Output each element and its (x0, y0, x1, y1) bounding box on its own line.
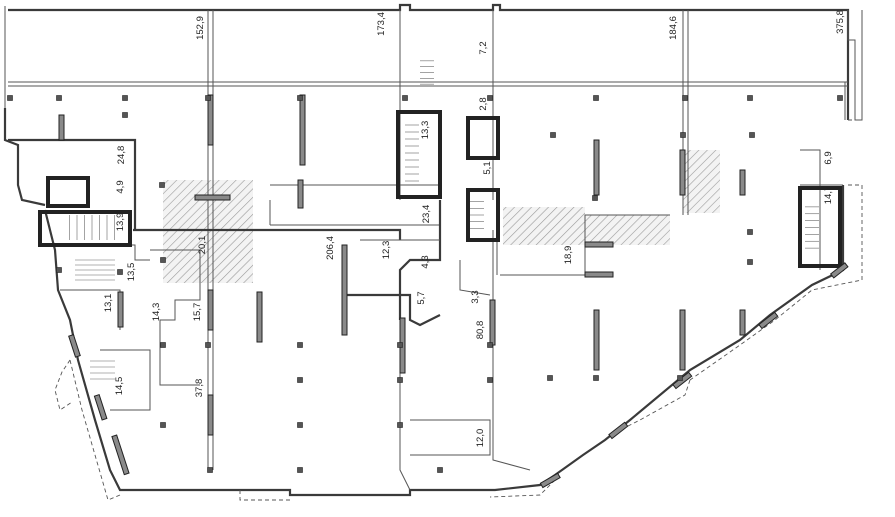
column (205, 342, 211, 348)
area-label: 13,5 (126, 263, 137, 282)
area-label: 6,9 (823, 151, 834, 164)
column (160, 342, 166, 348)
area-label: 5,1 (482, 161, 493, 174)
column (207, 467, 213, 473)
area-label: 12,0 (475, 429, 486, 448)
column (297, 377, 303, 383)
column (122, 112, 128, 118)
column (680, 132, 686, 138)
wall-pillars (58, 94, 849, 489)
area-label: 18,9 (563, 246, 574, 265)
column (297, 342, 303, 348)
column (397, 377, 403, 383)
column (56, 95, 62, 101)
column (550, 132, 556, 138)
elevator-cores (38, 110, 842, 268)
column (397, 422, 403, 428)
column (297, 422, 303, 428)
outer-walls (3, 3, 863, 501)
column (837, 95, 843, 101)
columns (7, 95, 843, 473)
column (747, 229, 753, 235)
column (402, 95, 408, 101)
column (117, 269, 123, 275)
column (682, 95, 688, 101)
column (122, 95, 128, 101)
column (160, 257, 166, 263)
area-labels: 152,9 173,4 7,2 184,6 375,8 2,8 13,3 24,8 4,9 13,… (103, 10, 846, 447)
column (749, 132, 755, 138)
column (593, 375, 599, 381)
area-label: 4,3 (420, 255, 431, 268)
column (593, 95, 599, 101)
column (7, 95, 13, 101)
area-label: 15,7 (192, 303, 203, 322)
column (487, 342, 493, 348)
area-label: 5,7 (416, 291, 427, 304)
area-label: 14,5 (114, 377, 125, 396)
column (397, 342, 403, 348)
column (160, 422, 166, 428)
column (487, 377, 493, 383)
area-label: 37,8 (194, 379, 205, 398)
column (56, 267, 62, 273)
column (677, 375, 683, 381)
area-label: 7,2 (478, 41, 489, 54)
column (297, 95, 303, 101)
area-label: 12,3 (381, 241, 392, 260)
column (159, 182, 165, 188)
column (297, 467, 303, 473)
area-label: 4,9 (115, 180, 126, 193)
column (205, 95, 211, 101)
area-label: 13,3 (420, 121, 431, 140)
stairs (69, 60, 819, 380)
column (547, 375, 553, 381)
area-label: 2,8 (478, 97, 489, 110)
area-label: 80,8 (475, 321, 486, 340)
column (437, 467, 443, 473)
area-label: 3,3 (470, 290, 481, 303)
interior-walls (8, 10, 848, 491)
area-label: 20,1 (197, 236, 208, 255)
area-label: 375,8 (835, 10, 846, 34)
column (592, 195, 598, 201)
area-label: 206,4 (325, 236, 336, 260)
column (747, 259, 753, 265)
area-label: 13,1 (103, 294, 114, 313)
column (747, 95, 753, 101)
area-label: 24,8 (116, 146, 127, 165)
area-label: 14,7 (823, 186, 834, 205)
area-label: 13,9 (115, 213, 126, 232)
area-label: 173,4 (376, 12, 387, 36)
area-label: 152,9 (195, 16, 206, 40)
area-label: 14,3 (151, 303, 162, 322)
area-label: 184,6 (668, 16, 679, 40)
column (487, 95, 493, 101)
area-label: 23,4 (421, 205, 432, 224)
